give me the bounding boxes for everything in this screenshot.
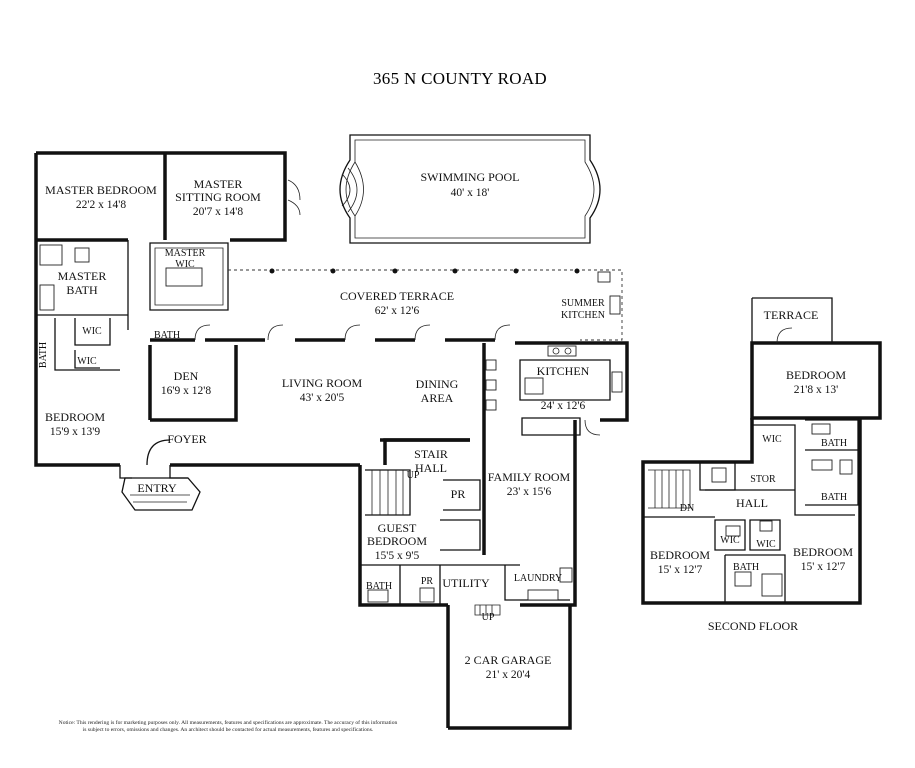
second-floor-labels: TERRACE BEDROOM 21'8 x 13' WIC BATH STOR… — [650, 308, 853, 633]
pool-dims: 40' x 18' — [451, 187, 490, 199]
stor-label: STOR — [750, 474, 776, 485]
kitchen-label: KITCHEN — [537, 364, 590, 378]
family-room-label: FAMILY ROOM — [488, 470, 571, 484]
covered-terrace-label: COVERED TERRACE — [340, 289, 454, 303]
master-wic-label-2: WIC — [175, 259, 195, 270]
sitting-room-label-1: MASTER — [194, 177, 243, 191]
master-wic-label-1: MASTER — [165, 248, 206, 259]
bedroom-right-label: BEDROOM — [793, 545, 853, 559]
sitting-room-dims: 20'7 x 14'8 — [193, 206, 243, 218]
master-bedroom-dims: 22'2 x 14'8 — [76, 199, 126, 211]
notice-line-1: Notice: This rendering is for marketing … — [59, 719, 398, 726]
sitting-room-label-2: SITTING ROOM — [175, 190, 261, 204]
bedroom-right-dims: 15' x 12'7 — [801, 561, 846, 573]
den-dims: 16'9 x 12'8 — [161, 385, 211, 397]
bedroom-left-dims: 15' x 12'7 — [658, 564, 703, 576]
master-bedroom-label: MASTER BEDROOM — [45, 183, 157, 197]
bedroom-1-dims: 15'9 x 13'9 — [50, 426, 100, 438]
wic-r-label: WIC — [756, 539, 776, 550]
pool-label: SWIMMING POOL — [421, 170, 520, 184]
laundry-label: LAUNDRY — [514, 573, 562, 584]
second-floor-walls — [641, 297, 882, 605]
living-room-label: LIVING ROOM — [282, 376, 363, 390]
hall-label: HALL — [736, 496, 768, 510]
guest-bedroom-dims: 15'5 x 9'5 — [375, 550, 420, 562]
wic-top-label: WIC — [762, 434, 782, 445]
utility-label: UTILITY — [442, 576, 490, 590]
den-label: DEN — [174, 369, 199, 383]
garage-up-label: UP — [482, 612, 495, 623]
garage-label: 2 CAR GARAGE — [465, 653, 552, 667]
first-floor-walls — [34, 151, 629, 730]
entry-label: ENTRY — [137, 481, 177, 495]
notice-line-2: is subject to errors, omissions and chan… — [83, 726, 374, 733]
dining-label-2: AREA — [421, 391, 454, 405]
bath-guest-label: BATH — [366, 581, 392, 592]
bath-side-label: BATH — [38, 342, 49, 368]
bath-low-label: BATH — [733, 562, 759, 573]
family-room-dims: 23' x 15'6 — [507, 486, 552, 498]
first-floor-labels: MASTER BEDROOM 22'2 x 14'8 MASTER SITTIN… — [38, 177, 605, 681]
master-bath-label-2: BATH — [66, 283, 98, 297]
terrace-label: TERRACE — [764, 308, 819, 322]
bedroom-top-dims: 21'8 x 13' — [794, 384, 838, 396]
bedroom-1-label: BEDROOM — [45, 410, 105, 424]
bath-a-label: BATH — [154, 330, 180, 341]
living-room-dims: 43' x 20'5 — [300, 392, 345, 404]
guest-bedroom-label-2: BEDROOM — [367, 534, 427, 548]
stair-hall-label-1: STAIR — [414, 447, 448, 461]
master-bath-label-1: MASTER — [58, 269, 107, 283]
pr-a-label: PR — [451, 487, 466, 501]
bath-top-label: BATH — [821, 438, 847, 449]
pr-b-label: PR — [421, 576, 434, 587]
stair-up-label: UP — [407, 470, 420, 481]
bedroom-left-label: BEDROOM — [650, 548, 710, 562]
plan-title: 365 N COUNTY ROAD — [373, 69, 547, 88]
kitchen-dims: 24' x 12'6 — [541, 400, 586, 412]
guest-bedroom-label-1: GUEST — [378, 521, 417, 535]
second-floor-label: SECOND FLOOR — [708, 619, 798, 633]
summer-kitchen-label-2: KITCHEN — [561, 310, 605, 321]
wic-b-label: WIC — [77, 356, 97, 367]
covered-terrace-dims: 62' x 12'6 — [375, 305, 420, 317]
bedroom-top-label: BEDROOM — [786, 368, 846, 382]
wic-l-label: WIC — [720, 535, 740, 546]
stair-hall-label-2: HALL — [415, 461, 447, 475]
wic-a-label: WIC — [82, 326, 102, 337]
swimming-pool: SWIMMING POOL 40' x 18' — [339, 134, 601, 244]
garage-dims: 21' x 20'4 — [486, 669, 531, 681]
foyer-label: FOYER — [167, 432, 206, 446]
bath-mid-label: BATH — [821, 492, 847, 503]
dining-label-1: DINING — [416, 377, 459, 391]
summer-kitchen-label-1: SUMMER — [561, 298, 605, 309]
dn-label: DN — [680, 503, 694, 514]
